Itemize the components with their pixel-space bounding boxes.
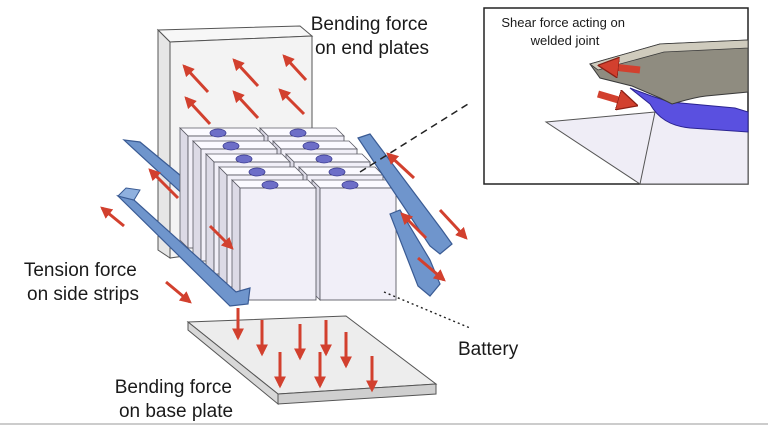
svg-text:Bending force on base plat: Bending force on base plate bbox=[115, 377, 238, 422]
cell-terminal bbox=[235, 154, 253, 164]
svg-text:Bending force on end plate: Bending force on end plates bbox=[311, 14, 434, 59]
battery-cells bbox=[179, 127, 397, 301]
force-arrow-icon bbox=[282, 54, 308, 82]
weld-joint-inset bbox=[483, 7, 749, 185]
cell-terminal bbox=[315, 154, 333, 164]
force-arrow-icon bbox=[208, 224, 234, 250]
svg-text:Shear force acting on weld: Shear force acting on welded joint bbox=[501, 15, 628, 48]
side-strap-front-left bbox=[116, 187, 251, 307]
force-arrow-icon bbox=[165, 280, 192, 304]
force-arrow-icon bbox=[604, 66, 641, 70]
side-strap-right-lower bbox=[389, 209, 441, 297]
force-arrow-icon bbox=[100, 206, 125, 228]
force-arrow-icon bbox=[232, 58, 260, 88]
base-plate bbox=[186, 315, 438, 406]
cell-terminal bbox=[222, 141, 240, 151]
label-bending-base-plate-line1: Bending force bbox=[115, 377, 232, 398]
cell-terminal bbox=[248, 167, 266, 177]
svg-text:Tension force on side stri: Tension force on side strips bbox=[24, 260, 142, 305]
force-arrow-icon bbox=[148, 168, 180, 200]
side-strap-right-upper bbox=[357, 133, 453, 255]
cell-terminal bbox=[261, 180, 279, 190]
battery-cell bbox=[311, 179, 397, 301]
force-arrow-icon bbox=[386, 152, 416, 180]
force-arrow-icon bbox=[182, 64, 210, 94]
label-shear-welded-joint-line1: Shear force acting on bbox=[501, 15, 625, 30]
cell-terminal bbox=[341, 180, 359, 190]
force-arrow-icon bbox=[184, 96, 212, 126]
cell-terminal bbox=[289, 128, 307, 138]
label-bending-base-plate-line2: on base plate bbox=[119, 401, 233, 422]
force-arrow-icon bbox=[597, 94, 632, 104]
force-arrow-icon bbox=[278, 88, 306, 116]
label-shear-welded-joint-line2: welded joint bbox=[530, 33, 600, 48]
force-arrow-icon bbox=[232, 90, 260, 120]
cell-terminal bbox=[302, 141, 320, 151]
leader-line-icon bbox=[359, 103, 469, 173]
force-arrow-icon bbox=[400, 212, 428, 240]
label-tension-side-strips-line1: Tension force bbox=[24, 260, 137, 281]
cell-terminal bbox=[209, 128, 227, 138]
label-bending-end-plates-line1: Bending force bbox=[311, 14, 428, 35]
force-arrows bbox=[100, 54, 468, 393]
force-arrow-icon bbox=[438, 208, 468, 240]
cell-terminal bbox=[328, 167, 346, 177]
label-bending-end-plates-line2: on end plates bbox=[315, 38, 429, 59]
label-tension-side-strips-line2: on side strips bbox=[27, 284, 139, 305]
force-arrow-icon bbox=[417, 256, 446, 282]
battery-cell bbox=[231, 179, 317, 301]
label-battery: Battery bbox=[458, 339, 519, 360]
leader-line-icon bbox=[383, 291, 471, 329]
